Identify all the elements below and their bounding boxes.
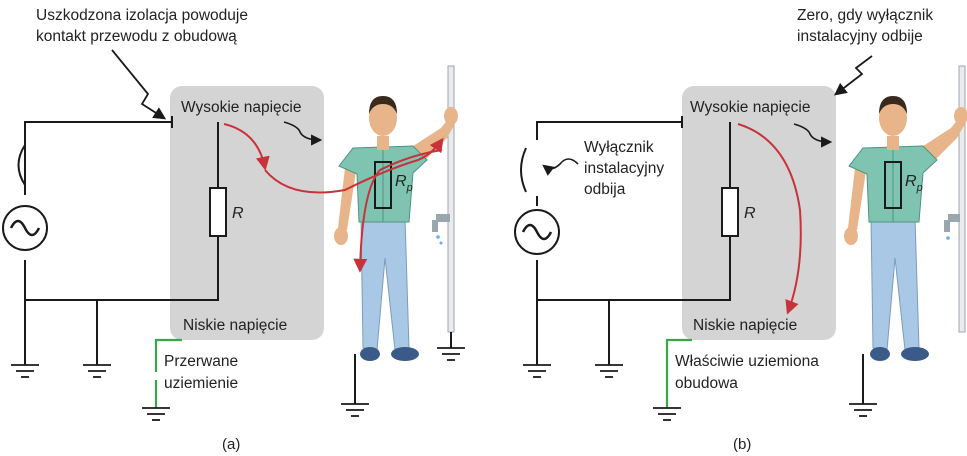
housing-box bbox=[682, 86, 836, 340]
water-pipe bbox=[432, 65, 466, 361]
low-voltage-label: Niskie napięcie bbox=[183, 317, 287, 334]
ac-source-icon bbox=[2, 205, 48, 251]
proper-ground bbox=[652, 338, 692, 421]
ground-label: Przerwane bbox=[164, 353, 238, 370]
high-voltage-label: Wysokie napięcie bbox=[690, 99, 810, 116]
caption-b: (b) bbox=[733, 436, 751, 453]
breaker-label: instalacyjny bbox=[584, 160, 664, 177]
person-resistor-label: Rp bbox=[395, 173, 413, 194]
current-path bbox=[353, 149, 443, 273]
fault-note: Uszkodzona izolacja powoduje bbox=[36, 7, 248, 24]
person-resistor-label: Rp bbox=[905, 173, 923, 194]
resistor-label: R bbox=[744, 205, 756, 222]
zero-note: instalacyjny odbije bbox=[797, 28, 923, 45]
breaker-label: odbija bbox=[584, 181, 626, 198]
ground-label: Właściwie uziemiona bbox=[675, 353, 819, 370]
ground-symbol-icon bbox=[82, 364, 112, 378]
person-resistor bbox=[884, 161, 902, 209]
resistor-label: R bbox=[232, 205, 244, 222]
water-tap-icon bbox=[944, 214, 960, 240]
ground-symbol-icon bbox=[340, 403, 370, 417]
breaker-pointer bbox=[542, 158, 579, 176]
water-pipe bbox=[944, 65, 966, 333]
panel-a: R Rp bbox=[2, 7, 466, 453]
ground-symbol-icon bbox=[522, 364, 552, 378]
current-path bbox=[737, 123, 802, 315]
fault-pointer bbox=[111, 49, 167, 120]
breaker-label: Wyłącznik bbox=[584, 139, 654, 156]
ground-symbol-icon bbox=[848, 403, 878, 417]
ground-label: obudowa bbox=[675, 375, 738, 392]
low-voltage-label: Niskie napięcie bbox=[693, 317, 797, 334]
ac-source-icon bbox=[514, 209, 560, 255]
circuit-wires bbox=[520, 116, 731, 365]
person-figure bbox=[333, 95, 459, 362]
circuit-wires bbox=[17, 116, 219, 365]
ground-label: uziemienie bbox=[164, 375, 238, 392]
resistor bbox=[209, 187, 227, 237]
zero-pointer bbox=[834, 55, 873, 96]
ground-symbol-icon bbox=[10, 364, 40, 378]
broken-ground bbox=[141, 338, 182, 421]
resistor bbox=[721, 187, 739, 237]
panel-b: R Rp Zero, gdy wyłącznik instalacyjny od… bbox=[514, 7, 967, 453]
fault-note: kontakt przewodu z obudową bbox=[36, 28, 237, 45]
caption-a: (a) bbox=[222, 436, 240, 453]
housing-box bbox=[170, 86, 324, 340]
hv-pointer bbox=[793, 123, 833, 148]
high-voltage-label: Wysokie napięcie bbox=[181, 99, 301, 116]
water-tap-icon bbox=[432, 214, 450, 245]
current-path bbox=[223, 123, 270, 171]
zero-note: Zero, gdy wyłącznik bbox=[797, 7, 933, 24]
ground-symbol-icon bbox=[594, 364, 624, 378]
person-resistor bbox=[374, 161, 392, 209]
hv-pointer bbox=[283, 121, 323, 146]
